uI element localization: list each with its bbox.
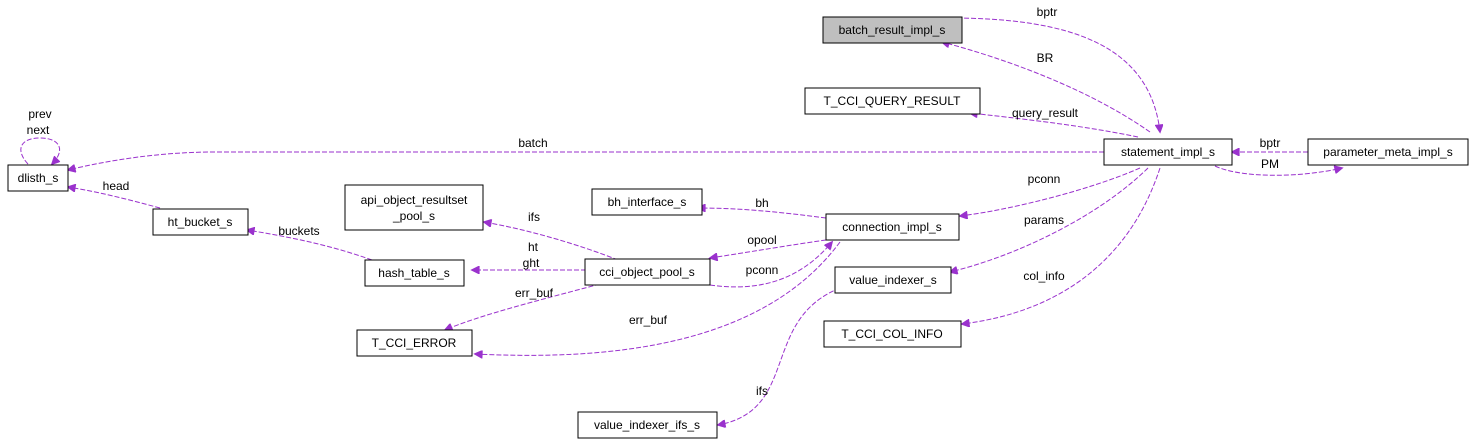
edge-opool [710,239,827,258]
edge-label-ght: ght [523,256,540,270]
node-t-cci-query-result[interactable]: T_CCI_QUERY_RESULT [804,87,981,115]
edge-label-err-buf-pool: err_buf [515,286,554,300]
edge-label-pm: PM [1261,157,1279,171]
edge-label-ifs-pool: ifs [528,210,540,224]
edge-br-statement-to-batch-result [942,42,1151,133]
edge-ifs-pool [484,222,619,261]
edges: bptr BR query_result prev next batch bpt… [20,5,1342,425]
node-label-cci-object-pool-s: cci_object_pool_s [599,265,694,279]
edge-pconn-statement-to-connection [960,167,1141,216]
node-hash-table-s[interactable]: hash_table_s [364,259,465,287]
edge-bh [698,208,827,219]
node-label-value-indexer-ifs-s: value_indexer_ifs_s [594,418,700,432]
node-label-batch-result-impl-s: batch_result_impl_s [839,23,946,37]
node-parameter-meta-impl-s[interactable]: parameter_meta_impl_s [1307,138,1469,166]
node-label-dlisth-s: dlisth_s [18,171,59,185]
node-label-hash-table-s: hash_table_s [378,266,449,280]
edge-label-bh: bh [755,196,768,210]
edge-buckets [247,230,373,261]
edge-ifs-indexer [718,287,841,425]
edge-label-ifs-indexer: ifs [756,384,768,398]
edge-label-ht: ht [528,240,539,254]
node-label-api-object-resultset-line1: api_object_resultset [361,193,468,207]
node-ht-bucket-s[interactable]: ht_bucket_s [152,208,249,236]
edge-err-buf-connection [475,241,841,355]
edge-label-bptr-top: bptr [1037,5,1058,19]
node-label-statement-impl-s: statement_impl_s [1121,145,1215,159]
node-label-parameter-meta-impl-s: parameter_meta_impl_s [1323,145,1452,159]
node-label-value-indexer-s: value_indexer_s [849,273,936,287]
node-label-t-cci-error: T_CCI_ERROR [372,336,457,350]
node-label-ht-bucket-s: ht_bucket_s [168,215,233,229]
edge-label-opool: opool [747,233,776,247]
edge-label-err-buf-connection: err_buf [629,313,668,327]
edge-bptr-statement-to-batch-result [949,17,1160,132]
node-value-indexer-ifs-s[interactable]: value_indexer_ifs_s [577,411,718,439]
edge-pm [1214,166,1342,176]
node-batch-result-impl-s[interactable]: batch_result_impl_s [822,16,963,44]
nodes: batch_result_impl_s T_CCI_QUERY_RESULT d… [7,16,1469,439]
edge-label-params: params [1024,213,1064,227]
node-t-cci-col-info[interactable]: T_CCI_COL_INFO [823,320,962,348]
edge-label-pconn-statement: pconn [1028,172,1061,186]
edge-col-info [962,167,1161,324]
node-label-api-object-resultset-line2: _pool_s [392,209,435,223]
node-bh-interface-s[interactable]: bh_interface_s [591,188,703,216]
edge-batch [68,151,1104,170]
edge-err-buf-pool [445,283,601,330]
node-statement-impl-s[interactable]: statement_impl_s [1103,138,1233,166]
edge-label-bptr-right: bptr [1260,136,1281,150]
edge-label-batch: batch [518,136,547,150]
edge-query-result [970,113,1139,138]
edge-label-prev: prev [28,107,51,121]
node-label-t-cci-query-result: T_CCI_QUERY_RESULT [824,94,962,108]
node-api-object-resultset-pool-s[interactable]: api_object_resultset _pool_s [344,184,484,231]
node-label-t-cci-col-info: T_CCI_COL_INFO [841,327,942,341]
edge-label-col-info: col_info [1023,269,1065,283]
node-t-cci-error[interactable]: T_CCI_ERROR [356,329,473,357]
node-value-indexer-s[interactable]: value_indexer_s [834,266,952,294]
edge-label-next: next [27,123,50,137]
node-label-connection-impl-s: connection_impl_s [842,220,941,234]
node-cci-object-pool-s[interactable]: cci_object_pool_s [584,258,711,286]
node-dlisth-s[interactable]: dlisth_s [7,164,69,192]
edge-pconn-pool-to-connection [709,242,832,288]
node-label-bh-interface-s: bh_interface_s [608,195,687,209]
edge-label-br: BR [1037,51,1054,65]
edge-dlisth-self-loop [20,137,60,164]
edge-params [950,167,1149,272]
edge-label-buckets: buckets [278,224,319,238]
node-connection-impl-s[interactable]: connection_impl_s [825,213,960,241]
edge-label-query-result: query_result [1012,106,1079,120]
edge-label-head: head [103,179,130,193]
edge-label-pconn-pool: pconn [746,263,779,277]
edge-head [68,187,161,209]
